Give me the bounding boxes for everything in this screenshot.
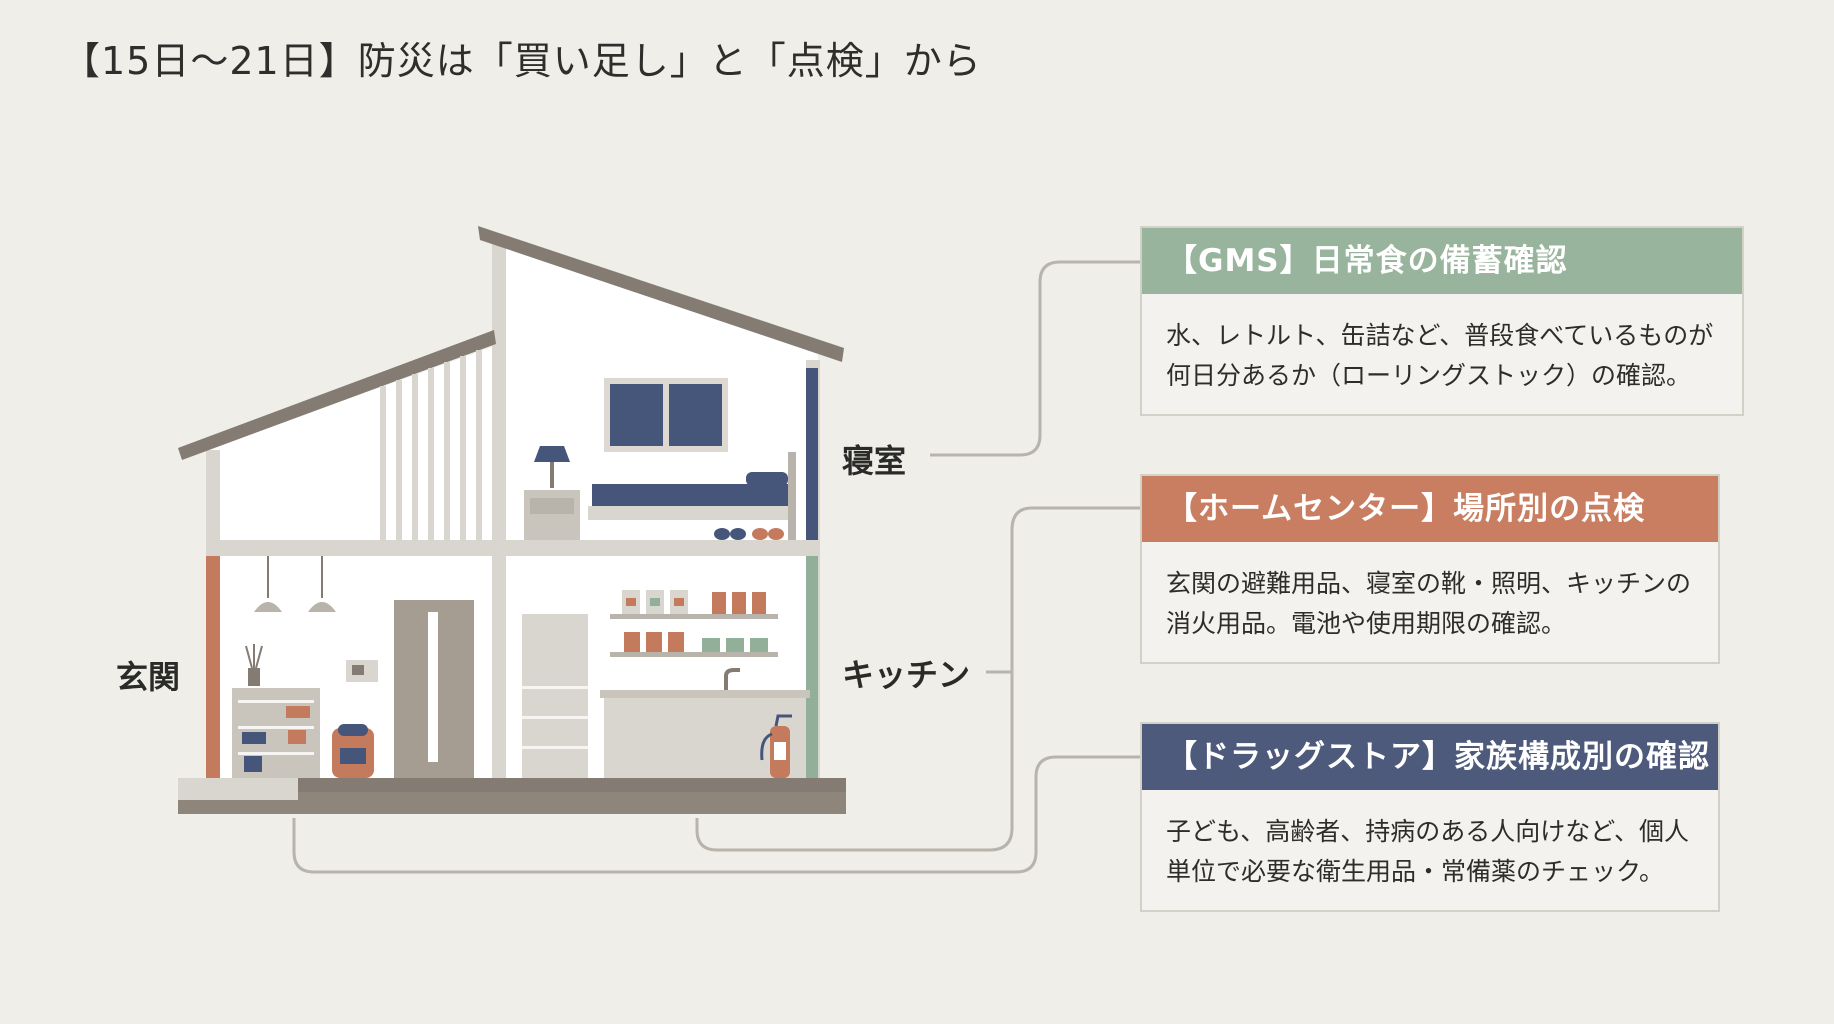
pillar-terracotta bbox=[206, 556, 220, 778]
card-drugstore-body: 子ども、高齢者、持病のある人向けなど、個人単位で必要な衛生用品・常備薬のチェック… bbox=[1166, 817, 1690, 886]
connector-kitchen bbox=[695, 506, 1140, 852]
pillar-navy bbox=[806, 368, 818, 540]
card-drugstore-heading: 【ドラッグストア】家族構成別の確認 bbox=[1142, 724, 1718, 790]
house-foundation bbox=[178, 778, 846, 792]
roof-right bbox=[478, 226, 844, 362]
nightstand bbox=[524, 490, 580, 540]
card-gms-body: 水、レトルト、缶詰など、普段食べているものが何日分あるか（ローリングストック）の… bbox=[1166, 321, 1714, 390]
floor-slab bbox=[206, 540, 818, 556]
card-home-center-heading: 【ホームセンター】場所別の点検 bbox=[1142, 476, 1718, 542]
card-gms: 【GMS】日常食の備蓄確認 水、レトルト、缶詰など、普段食べているものが何日分あ… bbox=[1140, 226, 1744, 416]
room-label-kitchen: キッチン bbox=[842, 656, 971, 694]
card-home-center: 【ホームセンター】場所別の点検 玄関の避難用品、寝室の靴・照明、キッチンの消火用… bbox=[1140, 474, 1720, 664]
connector-bedroom bbox=[930, 260, 1140, 457]
tea-cups bbox=[702, 638, 768, 652]
kitchen-shelf-upper bbox=[610, 614, 778, 619]
room-label-bedroom: 寝室 bbox=[842, 442, 907, 480]
lamp-icon bbox=[534, 446, 570, 462]
card-home-center-body: 玄関の避難用品、寝室の靴・照明、キッチンの消火用品。電池や使用期限の確認。 bbox=[1166, 569, 1692, 638]
pillar-sage bbox=[806, 556, 818, 778]
faucet-icon bbox=[724, 668, 740, 690]
room-label-entrance: 玄関 bbox=[116, 658, 181, 696]
pendant-lamp-icon bbox=[254, 602, 282, 612]
storage-jars bbox=[622, 590, 766, 652]
bed bbox=[592, 484, 788, 506]
page-title: 【15日〜21日】防災は「買い足し」と「点検」から bbox=[62, 39, 982, 83]
card-gms-heading: 【GMS】日常食の備蓄確認 bbox=[1142, 228, 1742, 294]
connector-entrance bbox=[292, 755, 1140, 874]
card-drugstore: 【ドラッグストア】家族構成別の確認 子ども、高齢者、持病のある人向けなど、個人単… bbox=[1140, 722, 1720, 912]
refrigerator bbox=[522, 614, 588, 778]
upper-left-wall bbox=[206, 347, 492, 548]
kitchen-shelf-lower bbox=[610, 652, 778, 657]
stair-slats bbox=[380, 350, 482, 540]
diffuser-icon bbox=[248, 668, 260, 686]
roof-left bbox=[178, 330, 496, 460]
connector-lines bbox=[292, 260, 1140, 874]
post-center bbox=[492, 243, 506, 780]
